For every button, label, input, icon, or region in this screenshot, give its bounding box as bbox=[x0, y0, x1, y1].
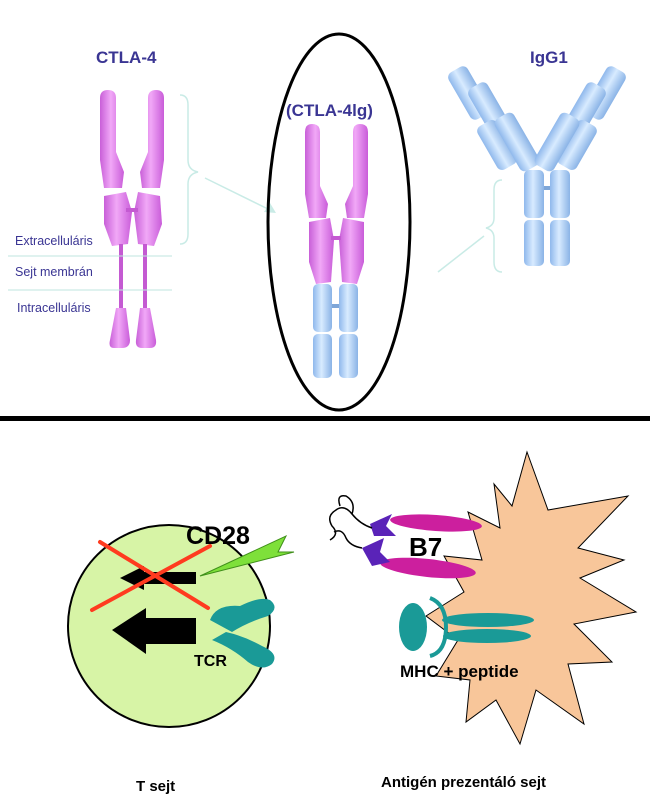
ctla4-brace bbox=[179, 94, 199, 245]
tcr-receptor bbox=[210, 598, 275, 668]
ctla4ig-fusion-protein bbox=[305, 124, 368, 378]
b7-label: B7 bbox=[409, 532, 442, 562]
ctla4ig-ligand-lower bbox=[362, 538, 390, 566]
b7-molecule-upper bbox=[390, 514, 482, 532]
mhc-peptide-label: MHC + peptide bbox=[400, 662, 519, 681]
fusion-protein-tail-icon bbox=[329, 494, 373, 549]
ctla4-molecule bbox=[100, 90, 164, 348]
ctla4ig-title: (CTLA-4lg) bbox=[286, 101, 373, 120]
intracellular-label: Intracelluláris bbox=[17, 301, 91, 315]
igg1-antibody bbox=[448, 66, 626, 266]
b7-molecule-lower bbox=[380, 557, 476, 579]
blocked-cross-icon bbox=[90, 540, 212, 612]
panel-divider bbox=[0, 416, 650, 421]
ctla4-title: CTLA-4 bbox=[96, 48, 157, 67]
extracellular-label: Extracelluláris bbox=[15, 234, 93, 248]
igg1-hinge bbox=[544, 186, 550, 190]
tcr-label: TCR bbox=[194, 653, 227, 670]
membrane-label: Sejt membrán bbox=[15, 265, 93, 279]
mhc-molecule bbox=[399, 603, 427, 651]
antigen-presenting-cell bbox=[425, 450, 638, 746]
mhc-bar-lower bbox=[443, 629, 531, 643]
t-cell-label: T sejt bbox=[136, 778, 175, 795]
tcr-arrow bbox=[112, 608, 196, 654]
signal-arrow bbox=[199, 534, 295, 577]
igg1-fc-brace bbox=[485, 179, 503, 273]
apc-label: Antigén prezentáló sejt bbox=[381, 774, 546, 791]
ctla4ig-ligand-upper bbox=[370, 514, 396, 536]
fusion-protein-ellipse bbox=[266, 32, 412, 412]
ctla4-to-fusion-arrow bbox=[204, 177, 271, 211]
igg1-title: IgG1 bbox=[530, 48, 568, 67]
mhc-bar-upper bbox=[442, 613, 534, 627]
peptide-bracket bbox=[429, 596, 449, 658]
cd28-label: CD28 bbox=[186, 522, 250, 550]
igg1-to-fusion-line bbox=[437, 235, 485, 273]
